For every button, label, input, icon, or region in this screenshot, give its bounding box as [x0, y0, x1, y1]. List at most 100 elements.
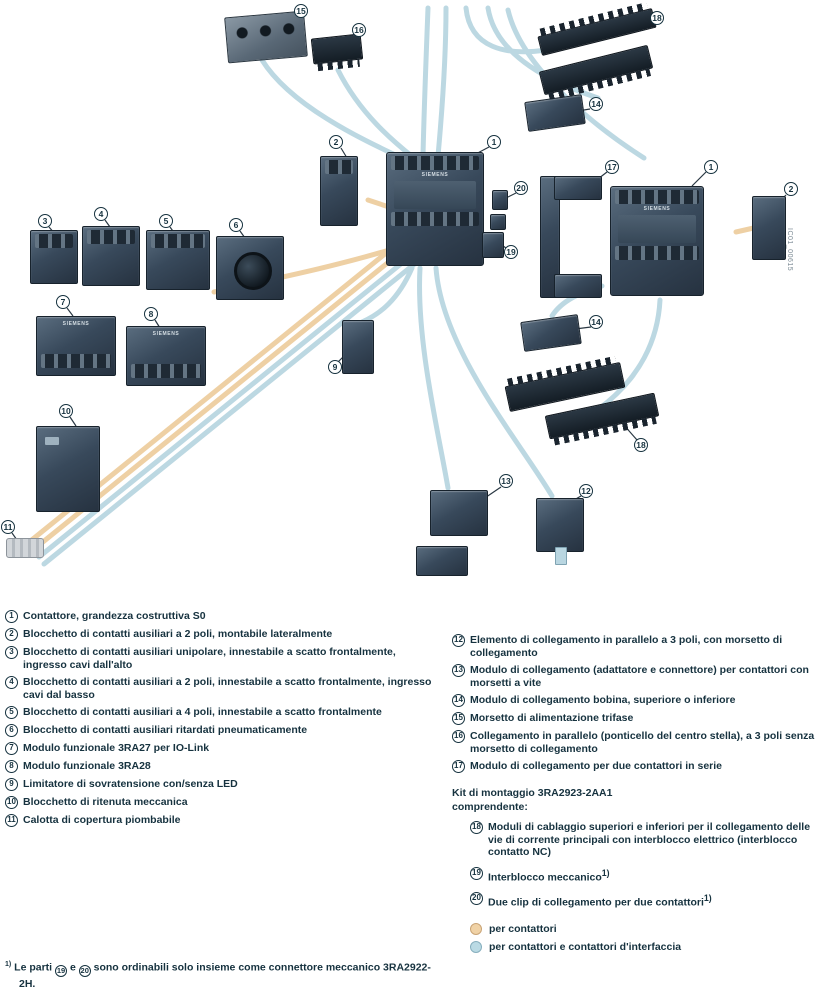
legend-badge: 13	[452, 664, 465, 677]
legend-item-18: 18 Moduli di cablaggio superiori e infer…	[470, 821, 824, 859]
leader-line	[691, 171, 707, 187]
legend-item-11: 11 Calotta di copertura piombabile	[5, 814, 441, 827]
legend-badge: 17	[452, 760, 465, 773]
component-2-aux-contact-lateral-left	[320, 156, 358, 226]
legend-item-15: 15 Morsetto di alimentazione trifase	[452, 712, 824, 725]
footnote-ref: 1)	[703, 892, 712, 903]
mounting-kit-section: Kit di montaggio 3RA2923-2AA1 comprenden…	[452, 787, 824, 909]
component-19-mechanical-interlock	[482, 232, 504, 258]
legend-item-4: 4 Blocchetto di contatti ausiliari a 2 p…	[5, 676, 441, 701]
legend-text-body: Moduli di cablaggio superiori e inferior…	[488, 821, 811, 858]
contactor-front-plate	[394, 181, 476, 209]
kit-subtitle: comprendente:	[452, 800, 528, 813]
figure-id-watermark: IC01_00615	[786, 228, 793, 272]
legend-badge: 3	[5, 646, 18, 659]
component-20-connecting-clip-b	[490, 214, 506, 230]
legend-badge: 9	[5, 778, 18, 791]
component-13-connector	[416, 546, 468, 576]
connector-path	[417, 265, 451, 491]
footnote-marker: 1)	[5, 961, 12, 968]
legend-text: Blocchetto di ritenuta meccanica	[23, 796, 188, 808]
legend-text: Modulo di collegamento bobina, superiore…	[470, 694, 736, 706]
terminal-row	[35, 234, 73, 248]
legend-text: Blocchetto di contatti ausiliari a 2 pol…	[23, 676, 432, 701]
terminal-row	[391, 212, 479, 226]
callout-11: 11	[1, 520, 15, 534]
legend-badge: 7	[5, 742, 18, 755]
callout-14-lower: 14	[589, 315, 603, 329]
terminal-row	[131, 364, 201, 378]
footnote-text: Le parti	[14, 961, 53, 974]
color-key: per contattori per contattori e contatto…	[452, 923, 824, 954]
footnote-text: sono ordinabili solo insieme come connet…	[19, 961, 431, 990]
footnote-text: e	[69, 961, 76, 974]
color-key-row-interface-contactors: per contattori e contattori d'interfacci…	[470, 941, 824, 954]
legend-badge: 2	[5, 628, 18, 641]
color-key-text: per contattori e contattori d'interfacci…	[489, 941, 682, 953]
callout-3: 3	[38, 214, 52, 228]
legend-text: Contattore, grandezza costruttiva S0	[23, 610, 206, 622]
legend-text: Blocchetto di contatti ausiliari unipola…	[23, 646, 396, 671]
callout-5: 5	[159, 214, 173, 228]
legend-text: Moduli di cablaggio superiori e inferior…	[488, 821, 824, 859]
legend-text: Blocchetto di contatti ausiliari a 4 pol…	[23, 706, 382, 718]
terminal-row	[615, 190, 699, 204]
legend-text: Modulo funzionale 3RA27 per IO-Link	[23, 742, 210, 754]
terminal-row	[391, 156, 479, 170]
connector-path	[435, 5, 449, 159]
legend-right-column: 12 Elemento di collegamento in parallelo…	[452, 634, 824, 960]
beige-color-dot	[470, 922, 482, 935]
legend-item-1: 1 Contattore, grandezza costruttiva S0	[5, 610, 441, 623]
footnote-ref: 1)	[601, 867, 610, 878]
callout-13: 13	[499, 474, 513, 488]
connector-path	[41, 250, 431, 567]
link-arm-top	[554, 176, 602, 200]
component-1-contactor-right: SIEMENS	[610, 186, 704, 296]
callout-14-upper: 14	[589, 97, 603, 111]
legend-text-body: Interblocco meccanico	[488, 871, 602, 883]
legend-badge: 15	[452, 712, 465, 725]
legend-item-14: 14 Modulo di collegamento bobina, superi…	[452, 694, 824, 707]
kit-title: Kit di montaggio 3RA2923-2AA1	[452, 787, 613, 799]
component-17-series-connection-module	[540, 176, 602, 298]
legend-item-12: 12 Elemento di collegamento in parallelo…	[452, 634, 824, 659]
callout-19: 19	[504, 245, 518, 259]
legend-text: Limitatore di sovratensione con/senza LE…	[23, 778, 238, 790]
link-terminal-pin	[555, 547, 567, 565]
component-3-aux-contact-single-pole	[30, 230, 78, 284]
terminal-row	[151, 234, 205, 248]
leader-line	[104, 219, 111, 228]
link-arm-bottom	[554, 274, 602, 298]
blue-connector-lines	[36, 5, 663, 567]
legend-text: Morsetto di alimentazione trifase	[470, 712, 634, 724]
timer-adjustment-knob	[234, 252, 272, 290]
legend-left-column: 1 Contattore, grandezza costruttiva S0 2…	[5, 610, 441, 832]
brand-label: SIEMENS	[643, 206, 671, 212]
legend-text-body: Due clip di collegamento per due contatt…	[488, 896, 704, 908]
callout-18-top: 18	[650, 11, 664, 25]
callout-10: 10	[59, 404, 73, 418]
component-10-mechanical-latching-block	[36, 426, 100, 512]
callout-18-bottom: 18	[634, 438, 648, 452]
legend-badge: 14	[452, 694, 465, 707]
footnote: 1) Le parti 19 e 20 sono ordinabili solo…	[5, 958, 433, 991]
callout-2-left: 2	[329, 135, 343, 149]
legend-item-13: 13 Modulo di collegamento (adattatore e …	[452, 664, 824, 689]
connector-path	[36, 243, 426, 560]
exploded-diagram: SIEMENS SIEMENS	[1, 2, 798, 576]
legend-text: Interblocco meccanico1)	[488, 867, 610, 884]
terminal-row	[325, 160, 353, 174]
legend-badge: 19	[470, 866, 483, 880]
leader-line	[66, 307, 74, 317]
connection-lines	[11, 5, 787, 567]
component-5-aux-contact-4-pole	[146, 230, 210, 290]
component-6-pneumatic-delay-block	[216, 236, 284, 300]
component-15-three-phase-terminal	[224, 10, 308, 64]
legend-text: Elemento di collegamento in parallelo a …	[470, 634, 783, 659]
legend-item-9: 9 Limitatore di sovratensione con/senza …	[5, 778, 441, 791]
connector-path	[420, 5, 431, 159]
callout-9: 9	[328, 360, 342, 374]
legend-text: Calotta di copertura piombabile	[23, 814, 181, 826]
legend-text: Blocchetto di contatti ausiliari a 2 pol…	[23, 628, 333, 640]
